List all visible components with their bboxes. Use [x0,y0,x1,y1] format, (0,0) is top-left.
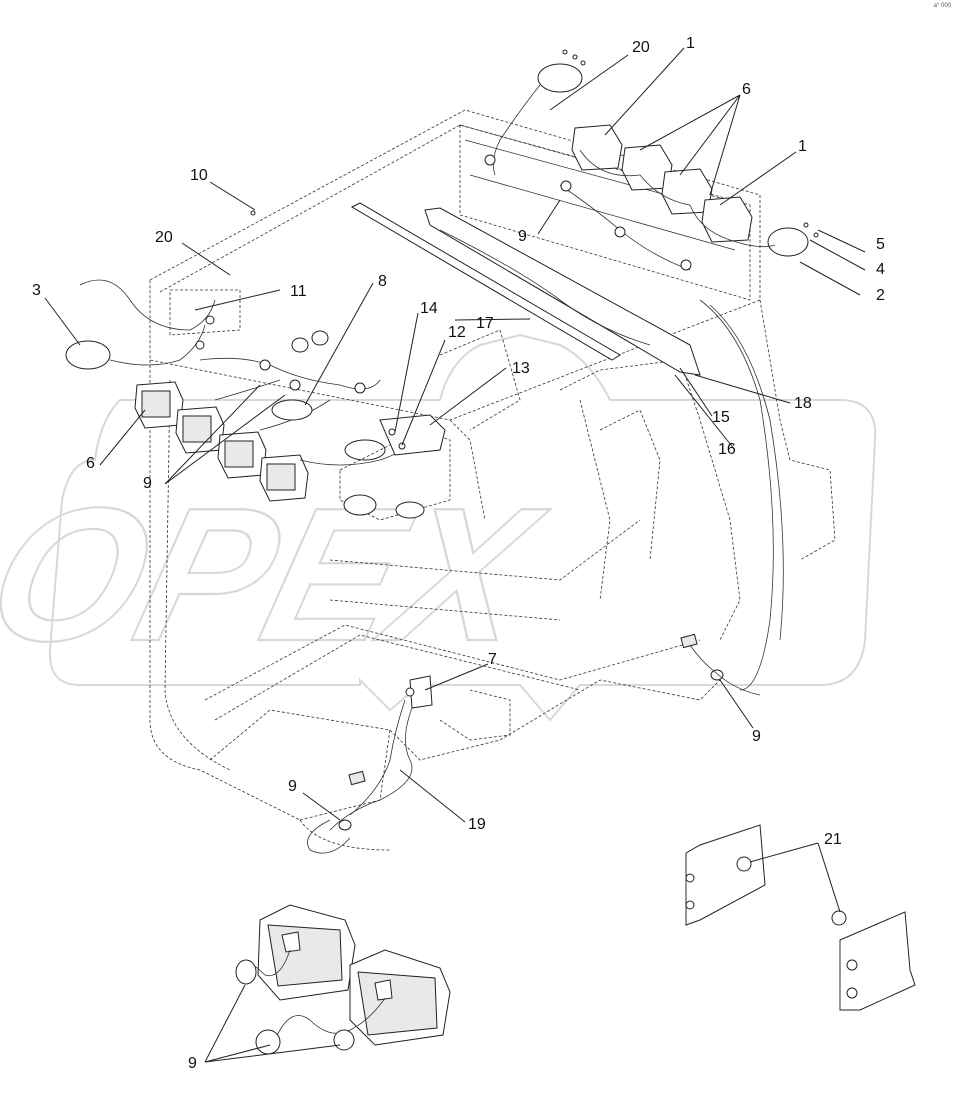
callout-14: 14 [420,300,438,317]
callout-11: 11 [290,283,307,300]
callout-7: 7 [488,651,497,668]
callout-15: 15 [712,409,730,426]
front-work-lamp [134,381,309,502]
callout-12: 12 [448,324,466,341]
callout-19: 19 [468,816,486,833]
callout-2: 2 [876,287,885,304]
callout-9: 9 [752,728,761,745]
callout-9: 9 [188,1055,197,1072]
watermark-text: OPEX [0,468,562,681]
callout-21: 21 [824,831,842,848]
callout-6: 6 [742,81,751,98]
bracket-assembly-21 [685,824,916,1011]
callout-1: 1 [798,138,807,155]
lower-harness [307,633,761,854]
callout-9: 9 [143,475,152,492]
detail-inset-lamps [235,904,451,1055]
callout-18: 18 [794,395,812,412]
front-beacon [65,340,111,370]
callout-6: 6 [86,455,95,472]
callout-16: 16 [718,441,736,458]
rear-beacon-right [767,227,809,257]
callout-1: 1 [686,35,695,52]
callout-20: 20 [155,229,173,246]
callout-13: 13 [512,360,530,377]
callout-8: 8 [378,273,387,290]
callout-10: 10 [190,167,208,184]
callout-4: 4 [876,261,885,278]
callout-20: 20 [632,39,650,56]
rear-beacon-left [537,63,583,93]
callout-17: 17 [476,315,494,332]
rear-work-lamp [571,124,753,243]
leader-lines [44,47,866,1063]
corner-mark: a° 000 [933,3,951,9]
callout-9: 9 [518,228,527,245]
callout-3: 3 [32,282,41,299]
trim-strips [350,202,784,691]
callout-labels: 20 1 6 1 10 20 9 5 4 2 3 11 8 14 12 17 1… [32,35,885,1072]
callout-5: 5 [876,236,885,253]
rear-light-bar [250,49,819,301]
callout-9: 9 [288,778,297,795]
watermark: OPEX [0,333,877,722]
